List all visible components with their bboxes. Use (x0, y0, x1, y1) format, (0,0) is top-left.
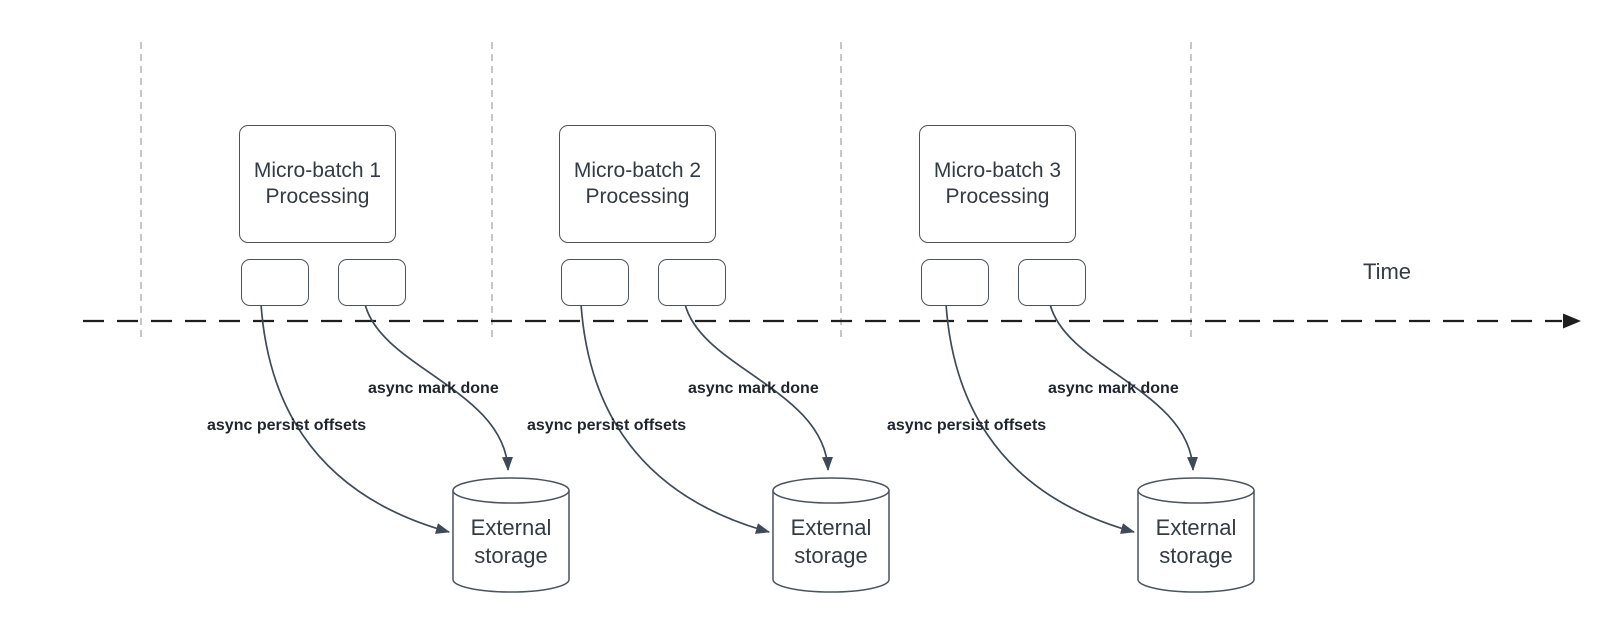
mark-done-label: async mark done (688, 380, 819, 397)
microbatch-box-line2: Processing (265, 185, 370, 208)
external-storage-line1: External (1155, 514, 1237, 540)
external-storage-line1: External (470, 514, 552, 540)
external-storage-line2: storage (794, 542, 868, 568)
persist-offsets-label: async persist offsets (887, 417, 1047, 434)
microbatch-box-line1: Micro-batch 1 (253, 159, 382, 182)
persist-offsets-arrow (260, 303, 450, 534)
mark-done-label: async mark done (1048, 380, 1179, 397)
mark-done-arrow (684, 303, 833, 471)
external-storage-label: External storage (452, 477, 570, 593)
persist-offsets-label: async persist offsets (527, 417, 687, 434)
microbatch-box-line1: Micro-batch 2 (573, 159, 702, 182)
cylinder-body (772, 490, 890, 593)
mark-done-arrow (364, 303, 513, 471)
async-arrows (945, 303, 1198, 534)
async-arrows (260, 303, 513, 534)
persist-offsets-arrow (945, 303, 1135, 534)
external-storage-line2: storage (474, 542, 548, 568)
cylinder-top (1137, 477, 1255, 504)
mark-done-task-box (658, 259, 726, 306)
mark-done-task-box (1018, 259, 1086, 306)
external-storage-cylinder: External storage (772, 477, 890, 593)
external-storage-label: External storage (1137, 477, 1255, 593)
mark-done-arrow (1049, 303, 1198, 471)
mark-done-task-box (338, 259, 406, 306)
persist-offsets-task-box (561, 259, 629, 306)
time-axis-arrowhead (1563, 313, 1581, 329)
cylinder-body (452, 490, 570, 593)
microbatch-column: Micro-batch 3 Processing async persist o… (887, 0, 1259, 642)
microbatch-column: Micro-batch 2 Processing async persist o… (527, 0, 899, 642)
persist-offsets-task-box (241, 259, 309, 306)
microbatch-column: Micro-batch 1 Processing async persist o… (207, 0, 579, 642)
microbatch-box: Micro-batch 3 Processing (919, 125, 1076, 243)
microbatch-box-line2: Processing (585, 185, 690, 208)
microbatch-box: Micro-batch 1 Processing (239, 125, 396, 243)
microbatch-box-line1: Micro-batch 3 (933, 159, 1062, 182)
cylinder-top (452, 477, 570, 504)
cylinder-icon (1137, 477, 1255, 593)
mark-done-label: async mark done (368, 380, 499, 397)
cylinder-top (772, 477, 890, 504)
persist-offsets-label: async persist offsets (207, 417, 367, 434)
microbatch-box-line2: Processing (945, 185, 1050, 208)
persist-offsets-task-box (921, 259, 989, 306)
cylinder-body (1137, 490, 1255, 593)
time-axis-label: Time (1362, 259, 1412, 284)
cylinder-icon (772, 477, 890, 593)
external-storage-cylinder: External storage (452, 477, 570, 593)
external-storage-line1: External (790, 514, 872, 540)
async-arrows (580, 303, 833, 534)
cylinder-icon (452, 477, 570, 593)
external-storage-cylinder: External storage (1137, 477, 1255, 593)
external-storage-line2: storage (1159, 542, 1233, 568)
persist-offsets-arrow (580, 303, 770, 534)
microbatch-box: Micro-batch 2 Processing (559, 125, 716, 243)
external-storage-label: External storage (772, 477, 890, 593)
